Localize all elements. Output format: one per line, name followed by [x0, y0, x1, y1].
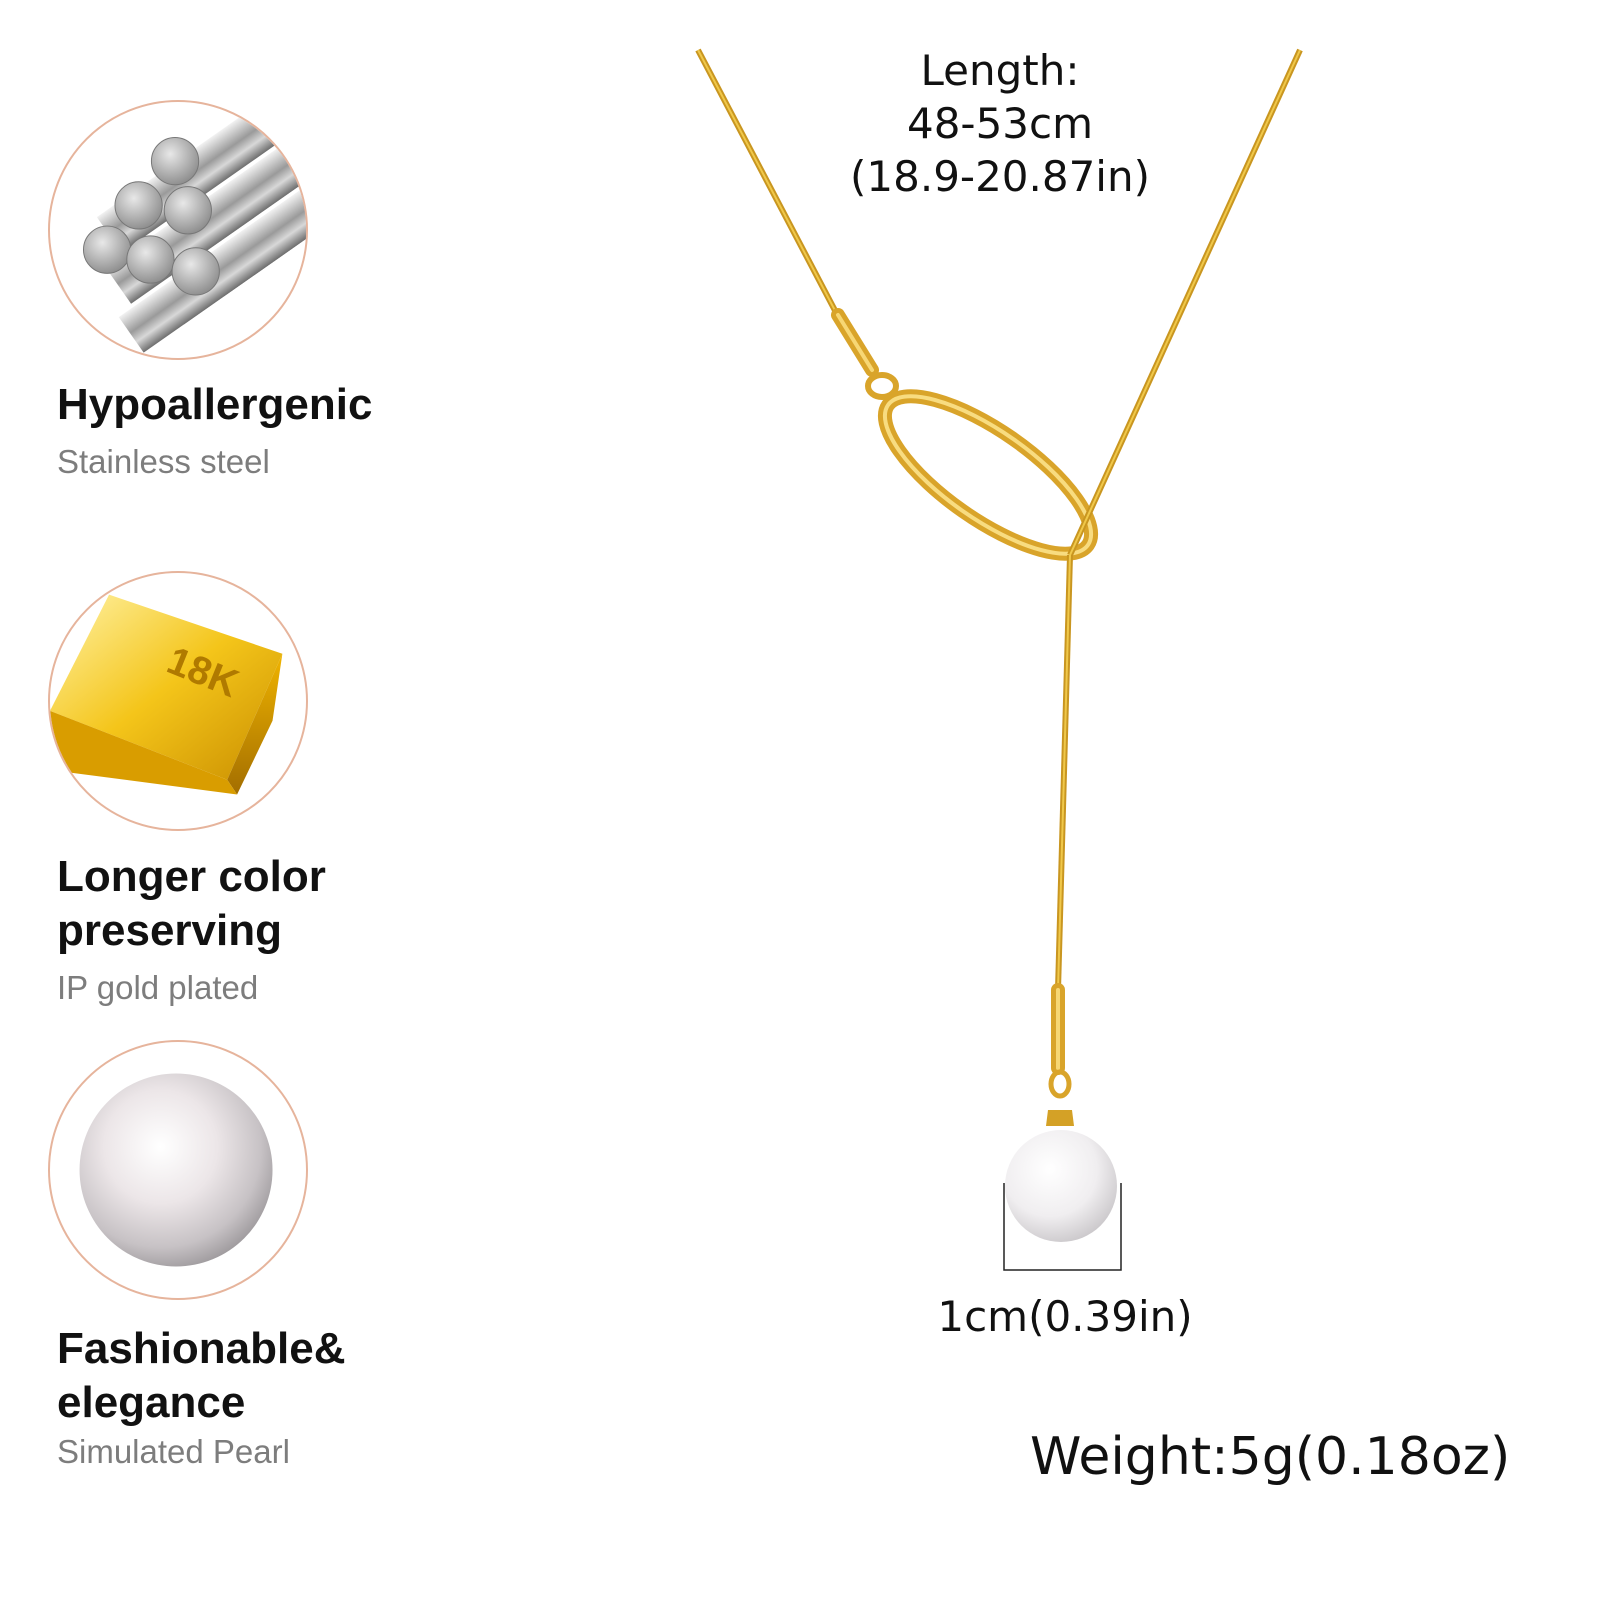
feature-subtitle: IP gold plated [57, 969, 259, 1006]
feature-title: Longer color preserving [57, 852, 326, 955]
pearl-size-label: 1cm(0.39in) [937, 1292, 1193, 1341]
steel-rods-icon [48, 100, 308, 360]
length-label-title: Length: [920, 46, 1080, 95]
feature-title: Hypoallergenic [57, 380, 373, 429]
necklace-image [600, 0, 1600, 1600]
length-cm: 48-53cm [906, 99, 1094, 148]
gold-bar-icon: 18K [48, 571, 308, 831]
pearl-icon [48, 1040, 308, 1300]
feature-subtitle: Simulated Pearl [57, 1433, 290, 1470]
length-label: Length: 48-53cm (18.9-20.87in) [800, 44, 1200, 203]
length-inches: (18.9-20.87in) [850, 152, 1150, 201]
feature-subtitle: Stainless steel [57, 443, 270, 480]
weight-label: Weight:5g(0.18oz) [1030, 1427, 1511, 1487]
feature-title: Fashionable& elegance [57, 1324, 346, 1427]
